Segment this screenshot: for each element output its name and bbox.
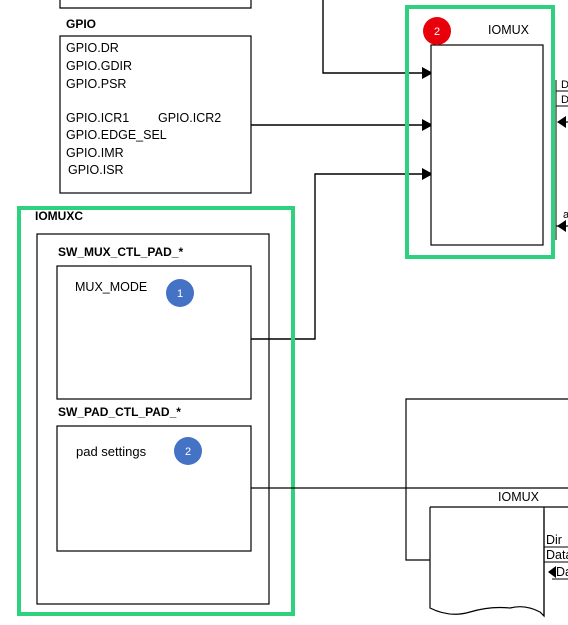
gpio-reg-isr: GPIO.ISR [68,163,124,177]
gpio-reg-dr: GPIO.DR [66,41,119,55]
iomux-bottom-data: Data [546,548,568,562]
iomux-bottom-shape [429,506,568,618]
badge-blue-1 [166,279,194,307]
badge-red-2-label: 2 [434,26,440,38]
arrowhead-top [422,67,433,79]
badge-red-2 [423,17,451,45]
gpio-reg-icr2: GPIO.ICR2 [158,111,221,125]
iomux-top-side-d1: D [561,79,568,91]
iomux-top-title: IOMUX [488,23,530,37]
iomux-top-side-arrow1 [557,116,566,128]
gpio-title: GPIO [66,17,96,31]
iomux-top-side-a: a [563,209,568,221]
iomuxc-highlight [17,206,295,616]
top-partial-box [59,0,252,9]
pad-ctl-title: SW_PAD_CTL_PAD_* [58,405,181,419]
connector-top [322,0,422,74]
gpio-reg-icr1: GPIO.ICR1 [66,111,129,125]
iomuxc-box [36,233,270,605]
iomux-top-side-d2: D [561,94,568,106]
iomux-bottom-data-in: Da [556,565,568,579]
badge-blue-1-label: 1 [177,288,183,300]
arrowhead-mux-mode [422,168,433,180]
iomux-top-highlight [405,5,555,259]
iomux-bottom-arrow [548,566,556,578]
badge-blue-2-label: 2 [185,446,191,458]
gpio-reg-gdir: GPIO.GDIR [66,59,132,73]
badge-blue-2 [174,437,202,465]
mux-ctl-title: SW_MUX_CTL_PAD_* [58,245,183,259]
gpio-reg-psr: GPIO.PSR [66,77,126,91]
iomux-bottom-dir: Dir [546,533,562,547]
gpio-reg-imr: GPIO.IMR [66,146,124,160]
bottom-outer-box [405,398,568,561]
mux-mode-label: MUX_MODE [75,280,147,294]
arrowhead-gpio [422,119,433,131]
iomux-bottom-title: IOMUX [498,490,540,504]
pad-settings-label: pad settings [76,444,147,459]
gpio-box [59,35,252,194]
gpio-reg-edge-sel: GPIO.EDGE_SEL [66,128,167,142]
mux-ctl-box [56,265,252,400]
iomux-top-box [430,44,544,246]
connector-mux-mode [251,173,422,340]
iomuxc-title: IOMUXC [35,209,83,223]
